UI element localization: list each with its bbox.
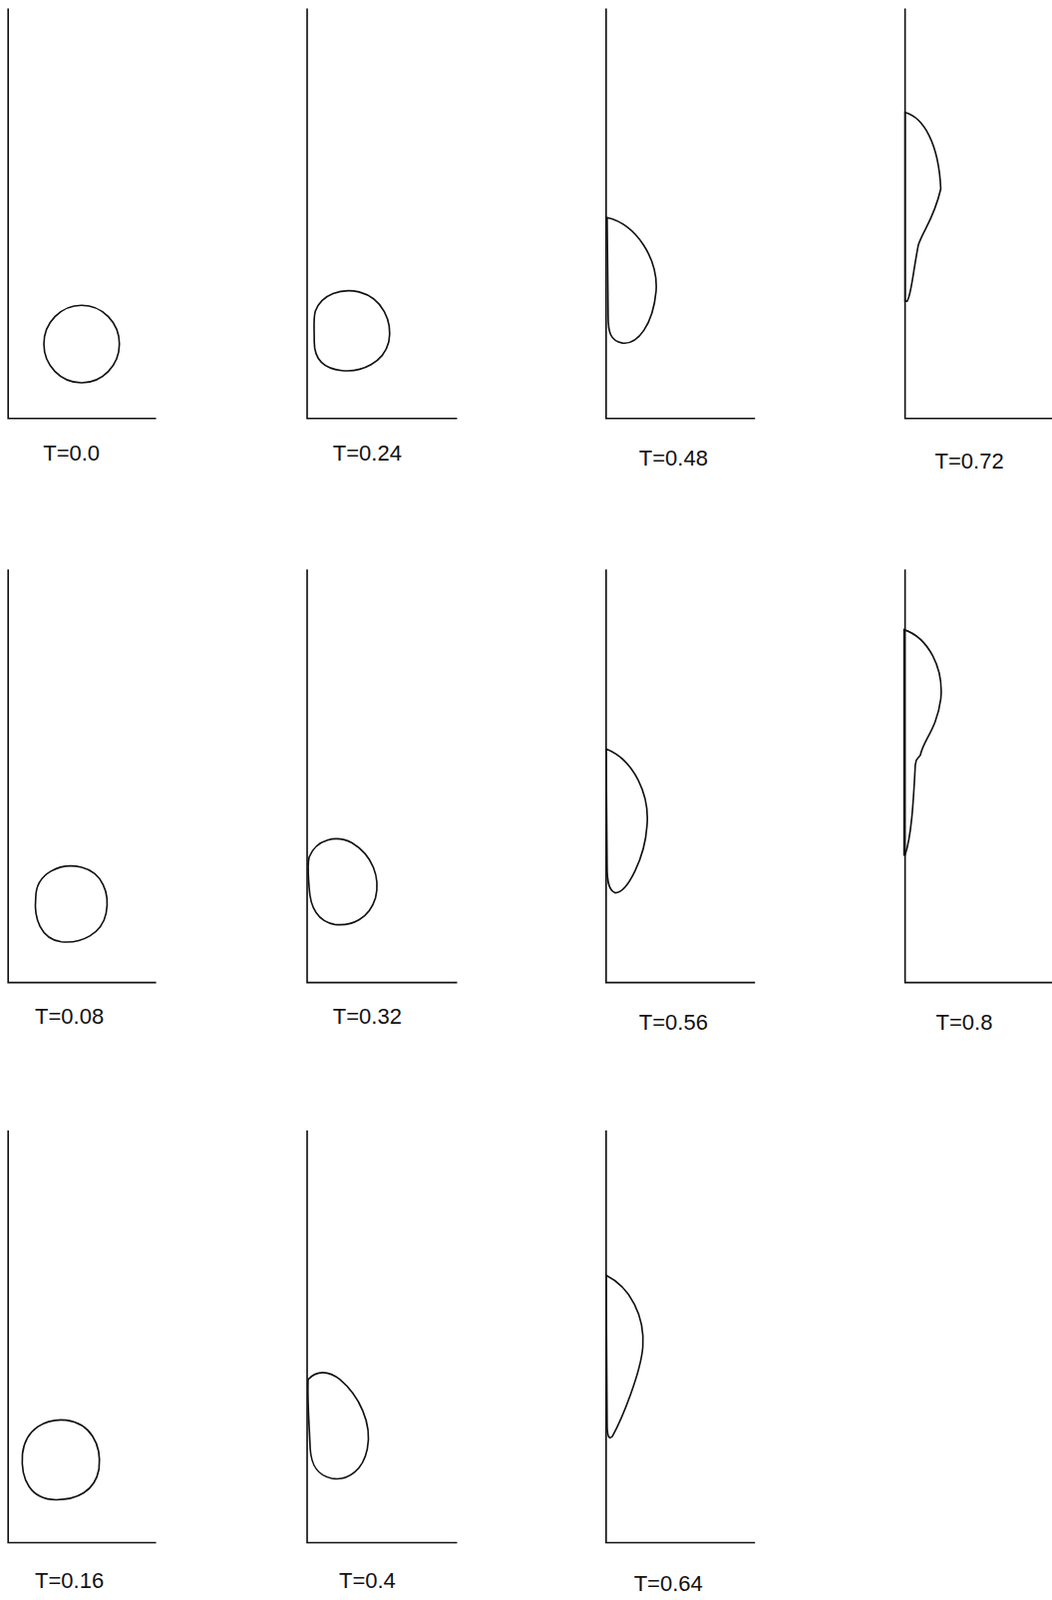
- time-label: T=0.8: [936, 1010, 994, 1037]
- bubble: [904, 630, 942, 856]
- time-label: T=0.56: [639, 1010, 708, 1037]
- bubble: [905, 112, 942, 302]
- bubble: [606, 1275, 644, 1438]
- bubble: [34, 866, 107, 943]
- bubble: [607, 217, 657, 344]
- bubble-shapes: [21, 112, 942, 1501]
- axis: [307, 569, 457, 983]
- axis: [7, 569, 156, 983]
- time-label: T=0.64: [634, 1571, 703, 1598]
- time-label: T=0.72: [935, 448, 1005, 475]
- time-label: T=0.32: [333, 1004, 402, 1031]
- axis: [606, 569, 755, 983]
- axis: [7, 1130, 156, 1543]
- axis: [606, 7, 755, 418]
- time-label: T=0.4: [339, 1568, 396, 1595]
- panel-axes: [7, 7, 1052, 1543]
- bubble: [308, 838, 377, 925]
- bubble: [43, 305, 120, 383]
- bubble: [308, 1373, 369, 1480]
- axis: [905, 569, 1052, 983]
- bubble: [314, 291, 390, 371]
- bubble: [606, 748, 648, 893]
- time-label: T=0.48: [639, 445, 708, 472]
- axis: [307, 1130, 457, 1543]
- axis: [905, 7, 1052, 418]
- axis: [606, 1130, 755, 1543]
- time-label: T=0.24: [333, 440, 402, 467]
- axis: [7, 7, 156, 418]
- time-label: T=0.08: [34, 1004, 104, 1031]
- time-label: T=0.16: [34, 1568, 104, 1595]
- axis: [307, 7, 457, 418]
- bubble: [21, 1419, 99, 1500]
- time-label: T=0.0: [42, 440, 100, 467]
